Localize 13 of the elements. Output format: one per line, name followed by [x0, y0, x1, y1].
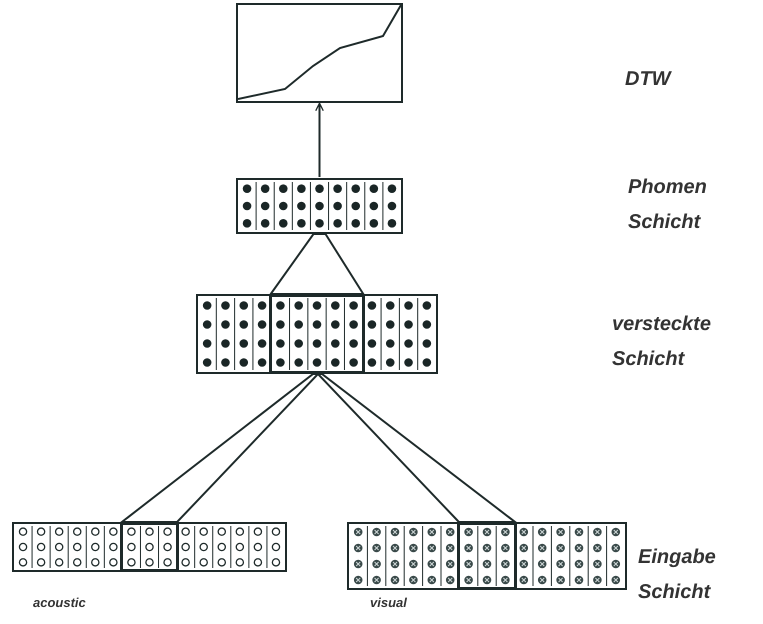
layer-label: DTW	[625, 67, 673, 92]
connection-line	[268, 233, 366, 295]
connection-line	[316, 373, 518, 523]
layer-label: versteckte Schicht	[612, 312, 712, 372]
layer-label: Phomen Schicht	[628, 175, 708, 235]
window-frame	[457, 522, 517, 590]
input-label: acoustic	[33, 594, 87, 612]
input-label: visual	[370, 594, 408, 612]
connection-line	[118, 373, 320, 523]
layer-label: Eingabe Schicht	[638, 545, 717, 605]
window-frame	[120, 522, 179, 572]
arrow	[314, 102, 324, 177]
window-frame	[269, 294, 365, 374]
